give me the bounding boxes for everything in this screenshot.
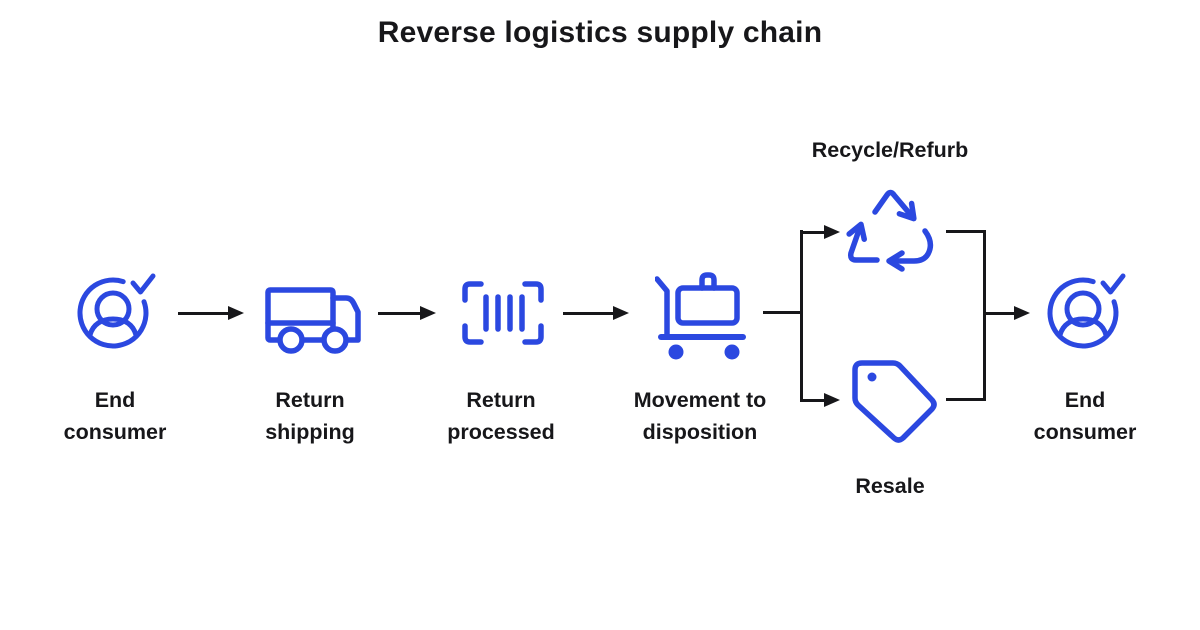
branch-merge-line: [983, 230, 986, 401]
label-movement-to-disposition: Movement to disposition: [633, 388, 767, 444]
label-recycle-refurb: Recycle/Refurb: [811, 138, 969, 162]
arrow-merge-to-consumer: [986, 306, 1030, 320]
line-recycle-to-merge: [946, 230, 986, 233]
branch-split-line: [800, 230, 803, 402]
luggage-cart-icon: [655, 270, 750, 362]
arrow-branch-to-recycle: [802, 225, 840, 239]
delivery-truck-icon: [262, 282, 362, 358]
user-check-icon: [1043, 271, 1127, 355]
page-title: Reverse logistics supply chain: [377, 16, 823, 49]
line-disposition-to-branch: [763, 311, 802, 314]
line-resale-to-merge: [946, 398, 986, 401]
label-resale: Resale: [855, 474, 925, 498]
user-check-icon: [73, 271, 157, 355]
arrow-shipping-to-processed: [378, 306, 436, 320]
label-return-shipping: Return shipping: [265, 388, 355, 444]
label-return-processed: Return processed: [447, 388, 555, 444]
recycle-icon: [842, 183, 942, 273]
barcode-scan-icon: [461, 280, 545, 350]
label-end-consumer-start: End consumer: [63, 388, 167, 444]
arrow-processed-to-disposition: [563, 306, 629, 320]
arrow-consumer-to-shipping: [178, 306, 244, 320]
arrow-branch-to-resale: [802, 393, 840, 407]
label-end-consumer-end: End consumer: [1033, 388, 1137, 444]
price-tag-icon: [850, 358, 940, 448]
